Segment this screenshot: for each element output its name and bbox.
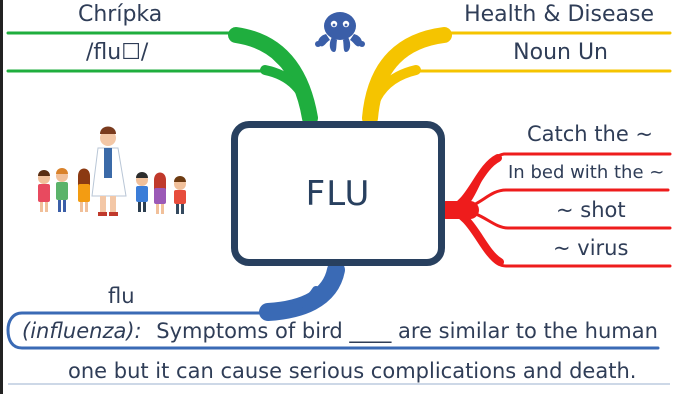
green-branch <box>6 27 318 126</box>
teacher-with-children-illustration <box>38 126 186 216</box>
collocation-shot: ~ shot <box>556 198 626 222</box>
central-topic-label: FLU <box>305 173 371 214</box>
collocation-virus: ~ virus <box>553 236 629 260</box>
octopus-logo-icon <box>315 12 365 52</box>
collocation-in-bed: In bed with the ~ <box>508 162 665 183</box>
grammar-info: Noun Un <box>513 40 608 65</box>
yellow-branch <box>362 27 672 126</box>
definition-line-1: (influenza): Symptoms of bird ____ are s… <box>22 321 658 342</box>
example-sentence-part-1: Symptoms of bird ____ are similar to the… <box>156 319 658 343</box>
full-form: (influenza): <box>22 319 142 343</box>
translation-word: Chrípka <box>78 2 163 27</box>
pronunciation: /flu☐/ <box>86 40 149 65</box>
left-frame-edge <box>0 0 3 394</box>
central-topic-box <box>231 121 445 266</box>
collocation-catch: Catch the ~ <box>527 122 654 146</box>
definition-line-2: one but it can cause serious complicatio… <box>68 359 637 383</box>
definition-word: flu <box>108 284 135 308</box>
blue-branch <box>6 261 660 350</box>
red-branch <box>437 152 672 268</box>
topic-category: Health & Disease <box>464 2 654 27</box>
